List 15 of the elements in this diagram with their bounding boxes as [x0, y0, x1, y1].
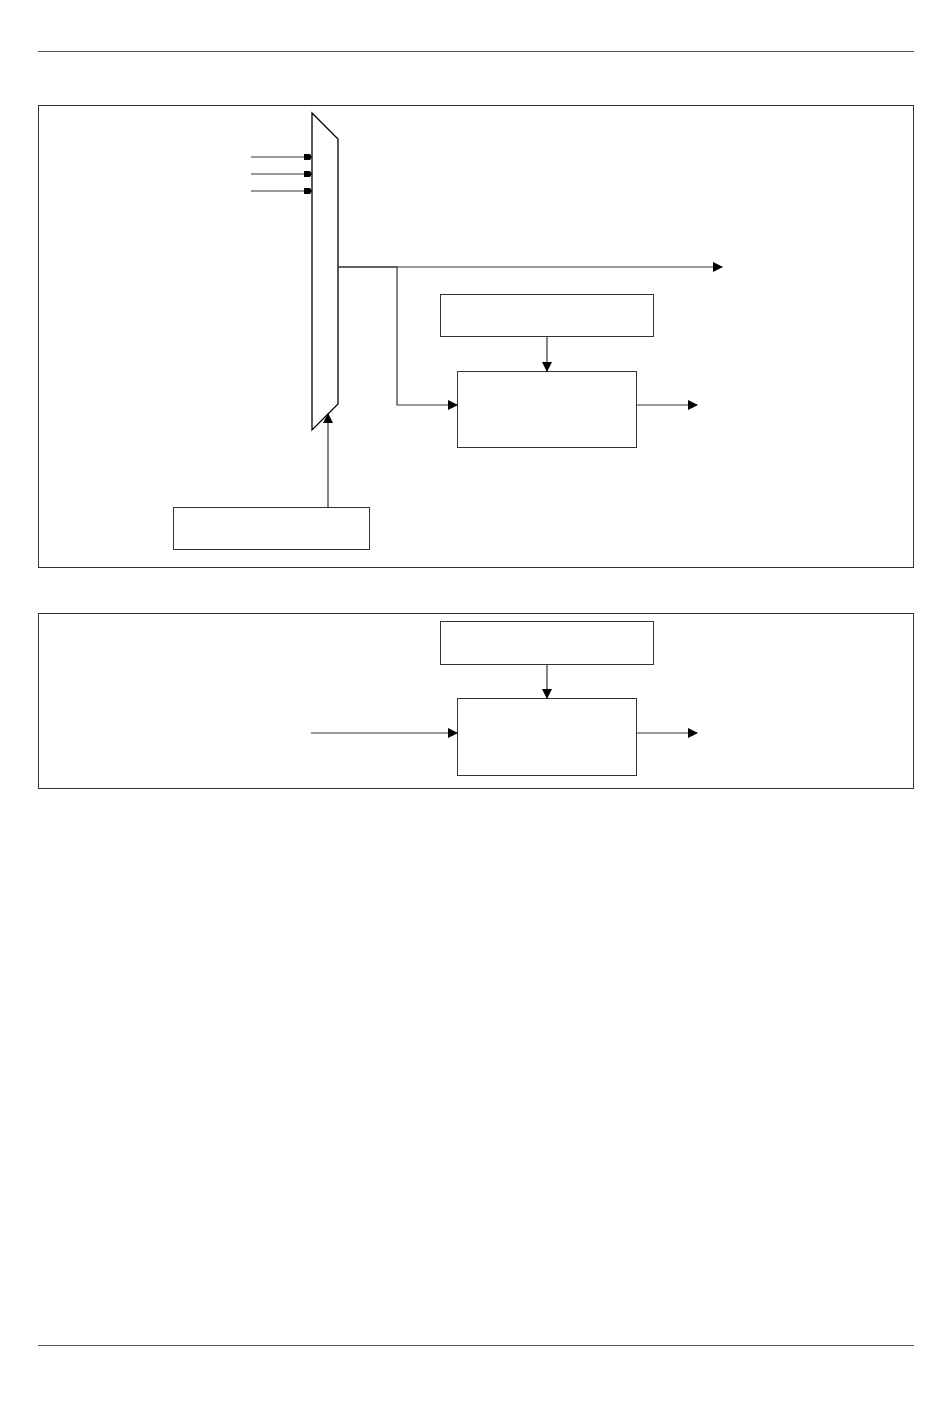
block	[439, 620, 654, 665]
panel-frame	[38, 613, 914, 789]
arrow	[636, 400, 698, 410]
arrow	[323, 413, 333, 508]
arrow	[636, 728, 698, 738]
multiplexer-shape	[311, 112, 338, 430]
block	[172, 506, 370, 550]
arrow	[542, 664, 552, 699]
block	[456, 697, 637, 776]
panel-frame	[38, 105, 914, 568]
block	[439, 293, 654, 337]
block	[456, 370, 637, 448]
arrow	[337, 266, 458, 410]
arrow	[542, 336, 552, 372]
arrow	[310, 728, 458, 738]
